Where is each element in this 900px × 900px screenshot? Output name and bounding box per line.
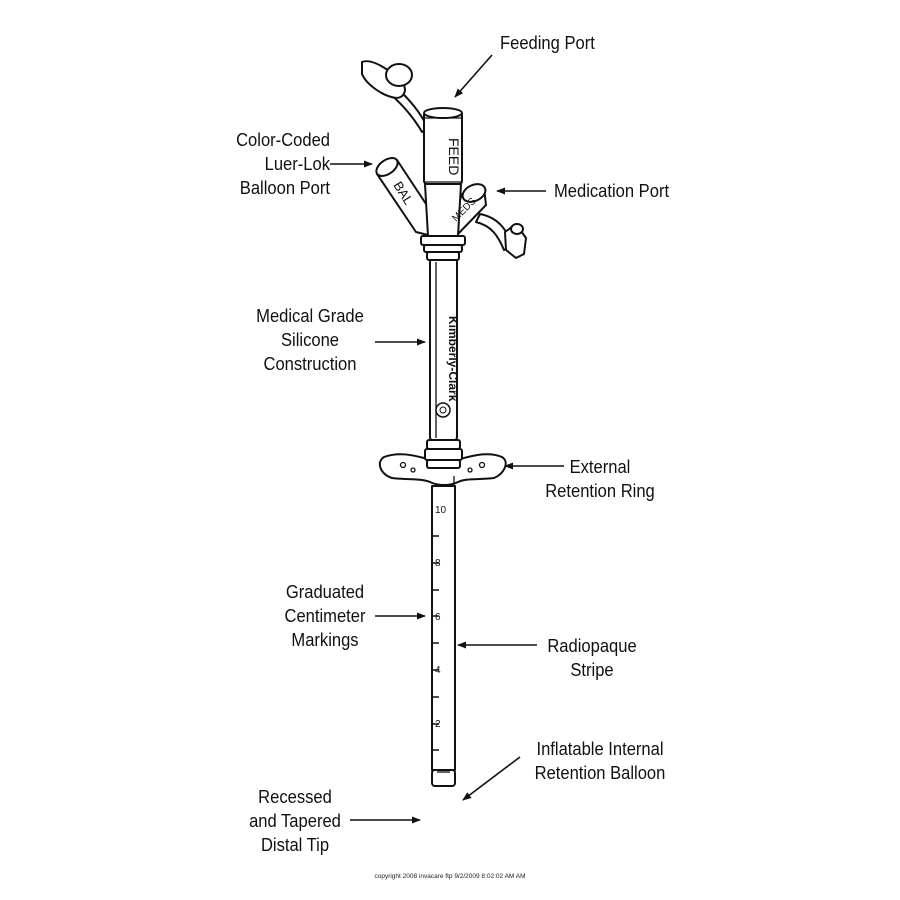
scale-number-6: 6 [435, 612, 441, 623]
distal-tip [431, 769, 456, 787]
feeding-port-opening [423, 107, 463, 119]
brand-marking: Kimberly-Clark [446, 316, 460, 402]
label-external-retention-ring: External Retention Ring [545, 457, 655, 501]
balloon-port-opening [375, 157, 399, 177]
label-silicone-construction: Medical Grade Silicone Construction [256, 306, 364, 374]
arrow-feeding-port [454, 54, 493, 98]
brand-logo [435, 402, 451, 418]
medication-cap-strap [475, 213, 513, 251]
scale-number-8: 8 [435, 558, 441, 569]
scale-number-4: 4 [435, 665, 441, 676]
label-graduated-markings: Graduated Centimeter Markings [284, 582, 366, 650]
label-internal-retention-balloon: Inflatable Internal Retention Balloon [534, 739, 666, 783]
scale-number-2: 2 [435, 719, 441, 730]
label-medication-port: Medication Port [554, 181, 670, 201]
scale-number-10: 10 [435, 505, 447, 516]
label-feeding-port: Feeding Port [500, 33, 595, 53]
arrow-internal-balloon [462, 756, 521, 801]
label-radiopaque-stripe: Radiopaque Stripe [547, 636, 637, 680]
label-luer-lok-balloon-port: Color-Coded Luer-Lok Balloon Port [236, 130, 330, 198]
feeding-cap-knob [385, 63, 413, 87]
label-distal-tip: Recessed and Tapered Distal Tip [249, 787, 341, 855]
copyright-notice: copyright 2008 invacare ftp 9/2/2009 8:0… [374, 873, 526, 880]
feeding-cap-plug [361, 60, 406, 99]
centimeter-tick-marks [433, 535, 439, 751]
feed-marking: FEED [446, 138, 462, 175]
medication-port-opening [461, 183, 487, 203]
